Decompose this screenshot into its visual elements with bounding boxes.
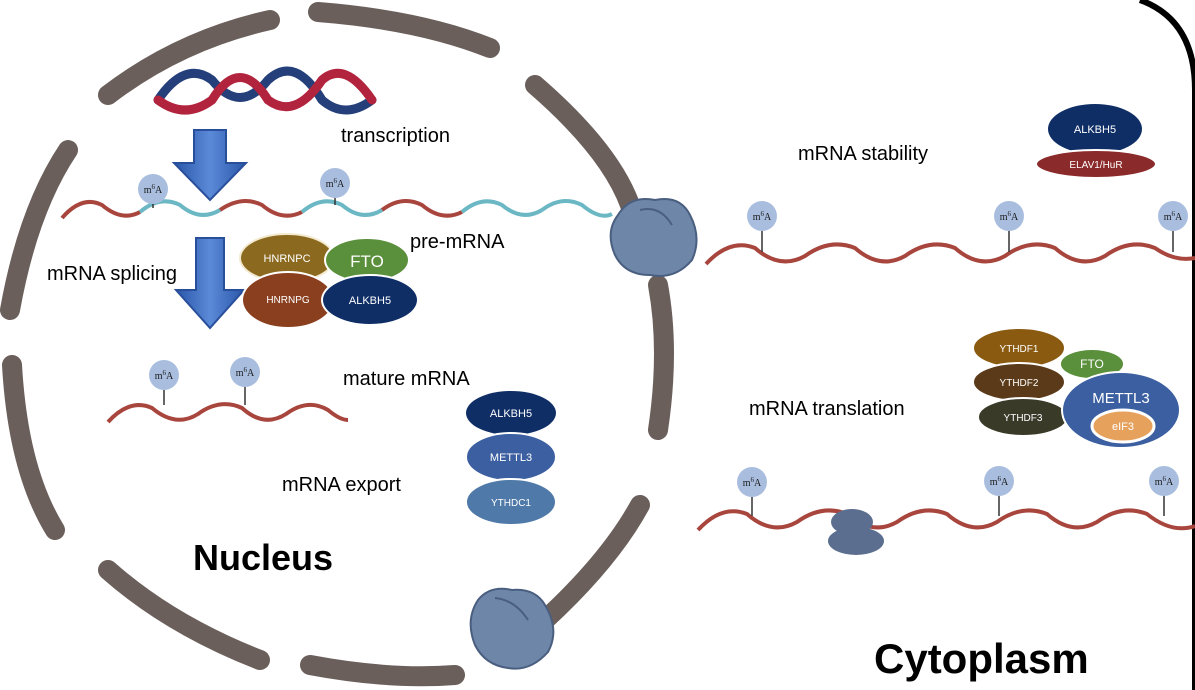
svg-text:YTHDF2: YTHDF2 xyxy=(1000,378,1039,389)
protein-export-mettl3: METTL3 xyxy=(465,432,557,482)
svg-text:ALKBH5: ALKBH5 xyxy=(490,408,532,420)
m6a-label: m6A xyxy=(743,476,762,489)
cell-membrane xyxy=(1138,0,1195,690)
protein-elav1: ELAV1/HuR xyxy=(1035,149,1157,179)
m6a-label: m6A xyxy=(753,210,772,223)
translation-mrna-strand xyxy=(696,508,1195,532)
m6a-marker-icon: m6A xyxy=(230,357,260,405)
m6a-marker-icon: m6A xyxy=(138,174,168,208)
m6a-label: m6A xyxy=(144,183,163,196)
m6a-label: m6A xyxy=(1155,475,1174,488)
svg-text:HNRNPG: HNRNPG xyxy=(266,295,310,306)
label-nucleus: Nucleus xyxy=(193,537,333,578)
m6a-marker-icon: m6A xyxy=(1158,201,1188,252)
dna-helix-icon xyxy=(153,66,377,115)
m6a-marker-icon: m6A xyxy=(994,201,1024,252)
arrow-down-icon xyxy=(171,129,249,202)
svg-text:METTL3: METTL3 xyxy=(490,452,532,464)
label-transcription: transcription xyxy=(341,125,450,147)
svg-text:YTHDF1: YTHDF1 xyxy=(1000,344,1039,355)
m6a-marker-icon: m6A xyxy=(1149,466,1179,516)
svg-text:eIF3: eIF3 xyxy=(1112,421,1134,433)
nuclear-pore-bottom xyxy=(469,587,555,670)
protein-eif3: eIF3 xyxy=(1090,408,1156,444)
nuclear-envelope xyxy=(0,2,674,687)
m6a-marker-icon: m6A xyxy=(737,467,767,516)
m6a-marker-icon: m6A xyxy=(320,168,350,205)
m6a-marker-icon: m6A xyxy=(149,360,179,405)
protein-ythdf2: YTHDF2 xyxy=(972,362,1066,402)
label-cytoplasm: Cytoplasm xyxy=(874,635,1089,682)
m6a-label: m6A xyxy=(1164,210,1183,223)
nuclear-pore-right xyxy=(609,198,698,277)
svg-text:FTO: FTO xyxy=(350,252,384,271)
m6a-markers: m6A m6A m6A m6A m6A m6A m6A m6A m6A m6A xyxy=(138,168,1188,516)
protein-export-ythdc1: YTHDC1 xyxy=(465,478,557,526)
protein-stability-alkbh5: ALKBH5 xyxy=(1048,104,1142,154)
svg-text:YTHDC1: YTHDC1 xyxy=(491,498,531,509)
svg-text:ALKBH5: ALKBH5 xyxy=(1074,124,1116,136)
svg-text:ELAV1/HuR: ELAV1/HuR xyxy=(1069,160,1122,171)
m6a-label: m6A xyxy=(1000,210,1019,223)
svg-text:METTL3: METTL3 xyxy=(1092,390,1150,407)
m6a-marker-icon: m6A xyxy=(747,201,777,252)
arrow-down-icon xyxy=(173,237,247,330)
protein-export-alkbh5: ALKBH5 xyxy=(466,391,556,435)
label-mrna-translation: mRNA translation xyxy=(749,398,905,420)
label-mrna-stability: mRNA stability xyxy=(798,143,928,165)
m6a-label: m6A xyxy=(990,475,1009,488)
stability-mrna-strand xyxy=(704,242,1195,266)
svg-text:HNRNPC: HNRNPC xyxy=(263,253,310,265)
ribosome-icon xyxy=(828,509,884,555)
m6a-label: m6A xyxy=(236,366,255,379)
label-pre-mrna: pre-mRNA xyxy=(410,231,505,253)
m6a-marker-icon: m6A xyxy=(984,466,1014,516)
protein-hnrnpg: HNRNPG xyxy=(241,271,335,329)
label-mrna-splicing: mRNA splicing xyxy=(47,263,177,285)
svg-text:ALKBH5: ALKBH5 xyxy=(349,295,391,307)
mature-mrna-strand xyxy=(106,402,349,424)
protein-alkbh5: ALKBH5 xyxy=(321,274,419,326)
m6a-label: m6A xyxy=(155,369,174,382)
label-mrna-export: mRNA export xyxy=(282,474,401,496)
protein-ythdf3: YTHDF3 xyxy=(977,397,1069,437)
pre-mrna-strand xyxy=(60,199,613,220)
label-mature-mrna: mature mRNA xyxy=(343,368,470,390)
svg-text:FTO: FTO xyxy=(1080,357,1104,371)
svg-text:YTHDF3: YTHDF3 xyxy=(1004,413,1043,424)
m6a-label: m6A xyxy=(326,177,345,190)
